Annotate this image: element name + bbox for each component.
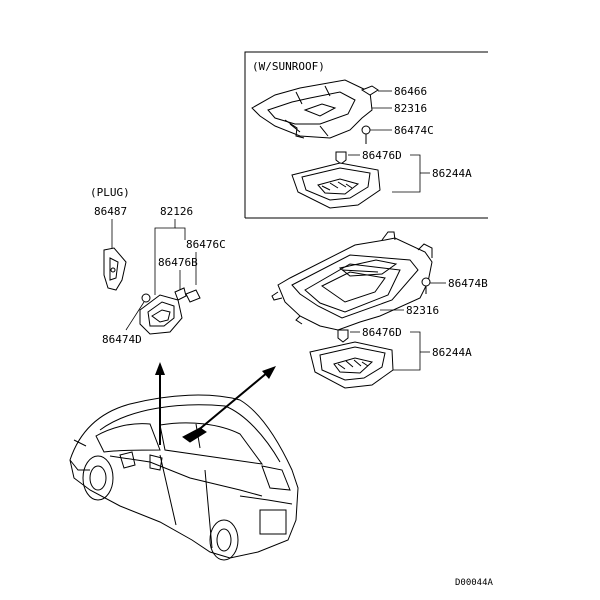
label-82126: 82126 xyxy=(160,205,193,218)
label-86476D-top: 86476D xyxy=(362,149,402,162)
label-86474B: 86474B xyxy=(448,277,488,290)
lead-82316-top: 82316 xyxy=(372,102,427,115)
dome-lamp-86244A-bot: 86244A xyxy=(309,341,472,389)
label-86244A-top: 86244A xyxy=(432,167,472,180)
diagram-code: D00044A xyxy=(455,578,494,588)
roof-frame-82316: 86474B 82316 xyxy=(271,231,488,331)
label-86476D-bot: 86476D xyxy=(362,326,402,339)
dome-lamp-86244A-top: 86244A xyxy=(291,162,472,209)
label-86466: 86466 xyxy=(394,85,427,98)
label-86476C: 86476C xyxy=(186,238,226,251)
label-86487: 86487 xyxy=(94,205,127,218)
plug-86487: (PLUG) 86487 xyxy=(90,186,130,291)
sunroof-box-title: (W/SUNROOF) xyxy=(252,60,325,73)
pointer-arrows xyxy=(155,362,276,445)
sunroof-frame-bracket xyxy=(251,79,373,139)
screw-86474C: 86474C xyxy=(361,124,434,144)
label-86474D: 86474D xyxy=(102,333,142,346)
label-82316-top: 82316 xyxy=(394,102,427,115)
clip-86476D-top: 86476D xyxy=(335,149,421,193)
label-86244A-bot: 86244A xyxy=(432,346,472,359)
clip-86466: 86466 xyxy=(360,85,427,98)
label-82316-bot: 82316 xyxy=(406,304,439,317)
vehicle-outline xyxy=(69,394,299,561)
clip-86476D-bot: 86476D xyxy=(337,326,421,371)
sunroof-box: (W/SUNROOF) xyxy=(244,51,488,219)
label-86476B: 86476B xyxy=(158,256,198,269)
map-lamp-82126: 82126 86476C 86476B 86474D xyxy=(102,205,226,346)
label-86474C: 86474C xyxy=(394,124,434,137)
plug-label: (PLUG) xyxy=(90,186,130,199)
